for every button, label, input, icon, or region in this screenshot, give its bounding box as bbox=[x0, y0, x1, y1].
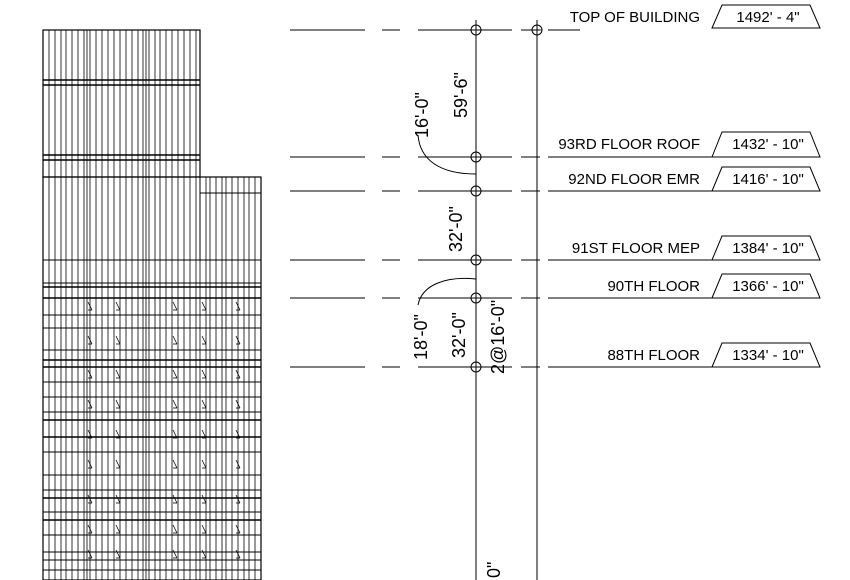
level-elevation: 1334' - 10" bbox=[732, 347, 804, 364]
level-name: 92ND FLOOR EMR bbox=[568, 171, 700, 188]
building-elevation bbox=[42, 29, 262, 580]
level-label-90: 90TH FLOOR 1366' - 10" bbox=[607, 273, 821, 299]
dim-32-0-lower: 32'-0" bbox=[449, 312, 469, 358]
level-lines-left bbox=[290, 29, 712, 368]
level-label-93: 93RD FLOOR ROOF 1432' - 10" bbox=[558, 131, 821, 158]
level-name: TOP OF BUILDING bbox=[570, 9, 700, 26]
dim-2-at-16-0: 2@16'-0" bbox=[488, 300, 508, 374]
level-elevation: 1384' - 10" bbox=[732, 240, 804, 257]
dim-59-6: 59'-6" bbox=[451, 72, 471, 118]
level-labels: TOP OF BUILDING 1492' - 4" 93RD FLOOR RO… bbox=[558, 4, 821, 368]
level-elevation: 1432' - 10" bbox=[732, 136, 804, 153]
level-elevation: 1492' - 4" bbox=[736, 9, 799, 26]
level-label-92: 92ND FLOOR EMR 1416' - 10" bbox=[568, 166, 821, 192]
level-elevation: 1416' - 10" bbox=[732, 171, 804, 188]
level-label-91: 91ST FLOOR MEP 1384' - 10" bbox=[572, 235, 821, 261]
level-name: 90TH FLOOR bbox=[607, 278, 700, 295]
dimension-labels: 59'-6" 16'-0" 32'-0" 18'-0" 32'-0" 2@16'… bbox=[411, 72, 508, 578]
dim-16-0-upper: 16'-0" bbox=[412, 92, 432, 138]
level-label-88: 88TH FLOOR 1334' - 10" bbox=[607, 342, 821, 368]
level-name: 91ST FLOOR MEP bbox=[572, 240, 700, 257]
dim-18-0: 18'-0" bbox=[411, 314, 431, 360]
setback-annex-grid bbox=[199, 176, 262, 580]
level-name: 93RD FLOOR ROOF bbox=[558, 136, 700, 153]
lower-tower-grid bbox=[42, 176, 262, 580]
level-markers bbox=[470, 24, 543, 373]
bracing-marks bbox=[87, 301, 241, 559]
upper-tower-grid bbox=[42, 29, 201, 178]
dim-zero: 0" bbox=[484, 562, 504, 578]
level-label-top: TOP OF BUILDING 1492' - 4" bbox=[570, 4, 821, 29]
level-elevation: 1366' - 10" bbox=[732, 278, 804, 295]
dim-32-0-upper: 32'-0" bbox=[446, 206, 466, 252]
level-name: 88TH FLOOR bbox=[607, 347, 700, 364]
dimension-lines bbox=[417, 20, 538, 580]
